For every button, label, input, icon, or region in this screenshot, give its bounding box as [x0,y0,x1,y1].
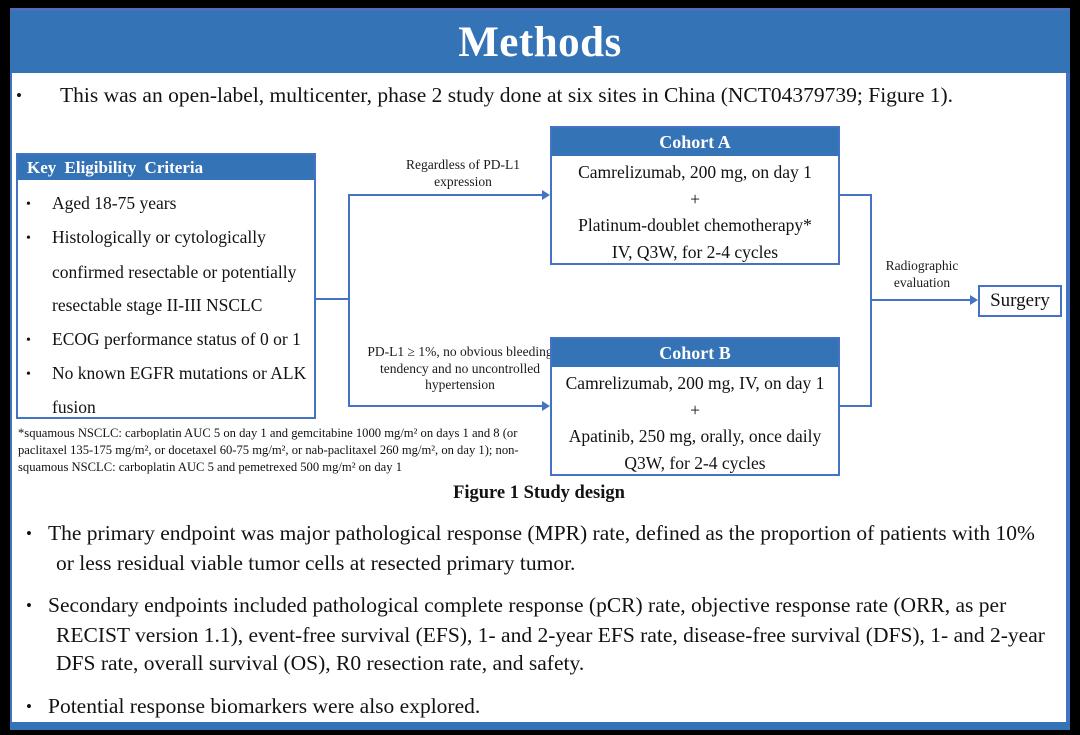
eligibility-item: ECOG performance status of 0 or 1 [26,323,310,357]
intro-bullet: This was an open-label, multicenter, pha… [26,81,1054,110]
arrowhead-icon [970,295,978,305]
arrow-to-cohort-b [348,405,544,407]
chemotherapy-footnote: *squamous NSCLC: carboplatin AUC 5 on da… [18,426,519,474]
eligibility-item: Histologically or cytologically confirme… [26,221,310,322]
title-bar: Methods [10,8,1070,73]
cohort-a-out-line [840,194,872,196]
cohort-b-line: Q3W, for 2-4 cycles [624,452,766,473]
branch-top-label: Regardless of PD-L1 expression [406,157,520,189]
endpoint-bullets: The primary endpoint was major pathologi… [26,519,1052,735]
surgery-box: Surgery [978,285,1062,317]
radiographic-evaluation-label: Radiographic evaluation [885,258,959,290]
eligibility-item: No known EGFR mutations or ALK fusion [26,357,310,425]
study-design-diagram: Key Eligibility Criteria Aged 18-75 year… [12,73,1066,513]
eligibility-header: Key Eligibility Criteria [18,155,314,180]
bottom-accent-bar [10,722,1070,730]
content-area: This was an open-label, multicenter, pha… [10,73,1070,722]
cohort-a-line: + [690,188,700,209]
page-title: Methods [458,18,622,66]
arrowhead-icon [542,190,550,200]
cohort-b-lines: Camrelizumab, 200 mg, IV, on day 1 + Apati… [552,367,838,476]
cohort-a-line: Camrelizumab, 200 mg, on day 1 [578,162,812,182]
cohort-a-lines: Camrelizumab, 200 mg, on day 1 + Platinum-… [552,156,838,265]
cohort-a-box: Cohort A Camrelizumab, 200 mg, on day 1 +… [550,126,840,265]
cohort-b-header: Cohort B [552,339,838,367]
cohort-a-line: IV, Q3W, for 2-4 cycles [611,241,779,262]
eligibility-item: Aged 18-75 years [26,187,310,221]
endpoint-bullet: Potential response biomarkers were also … [26,692,1052,722]
branch-line [348,194,350,406]
eligibility-list: Aged 18-75 yearsHistologically or cytolo… [18,180,314,425]
arrowhead-icon [542,401,550,411]
branch-bottom-label: PD-L1 ≥ 1%, no obvious bleeding tendency… [367,344,553,392]
arrow-to-cohort-a [348,194,544,196]
endpoint-bullet: Secondary endpoints included pathologica… [26,591,1052,678]
surgery-label: Surgery [990,290,1050,311]
cohort-a-line: Platinum-doublet chemotherapy* [578,215,812,235]
arrow-to-surgery [871,299,971,301]
cohort-a-header: Cohort A [552,128,838,156]
cohort-b-box: Cohort B Camrelizumab, 200 mg, IV, on da… [550,337,840,476]
endpoint-bullet: The primary endpoint was major pathologi… [26,519,1052,577]
cohort-b-line: Camrelizumab, 200 mg, IV, on day 1 [565,373,825,393]
figure-caption: Figure 1 Study design [453,483,625,503]
eligibility-box: Key Eligibility Criteria Aged 18-75 year… [16,153,316,419]
connector-line [316,298,350,300]
cohort-b-line: Apatinib, 250 mg, orally, once daily [568,426,822,446]
cohort-b-out-line [840,405,872,407]
cohort-b-line: + [690,399,700,420]
